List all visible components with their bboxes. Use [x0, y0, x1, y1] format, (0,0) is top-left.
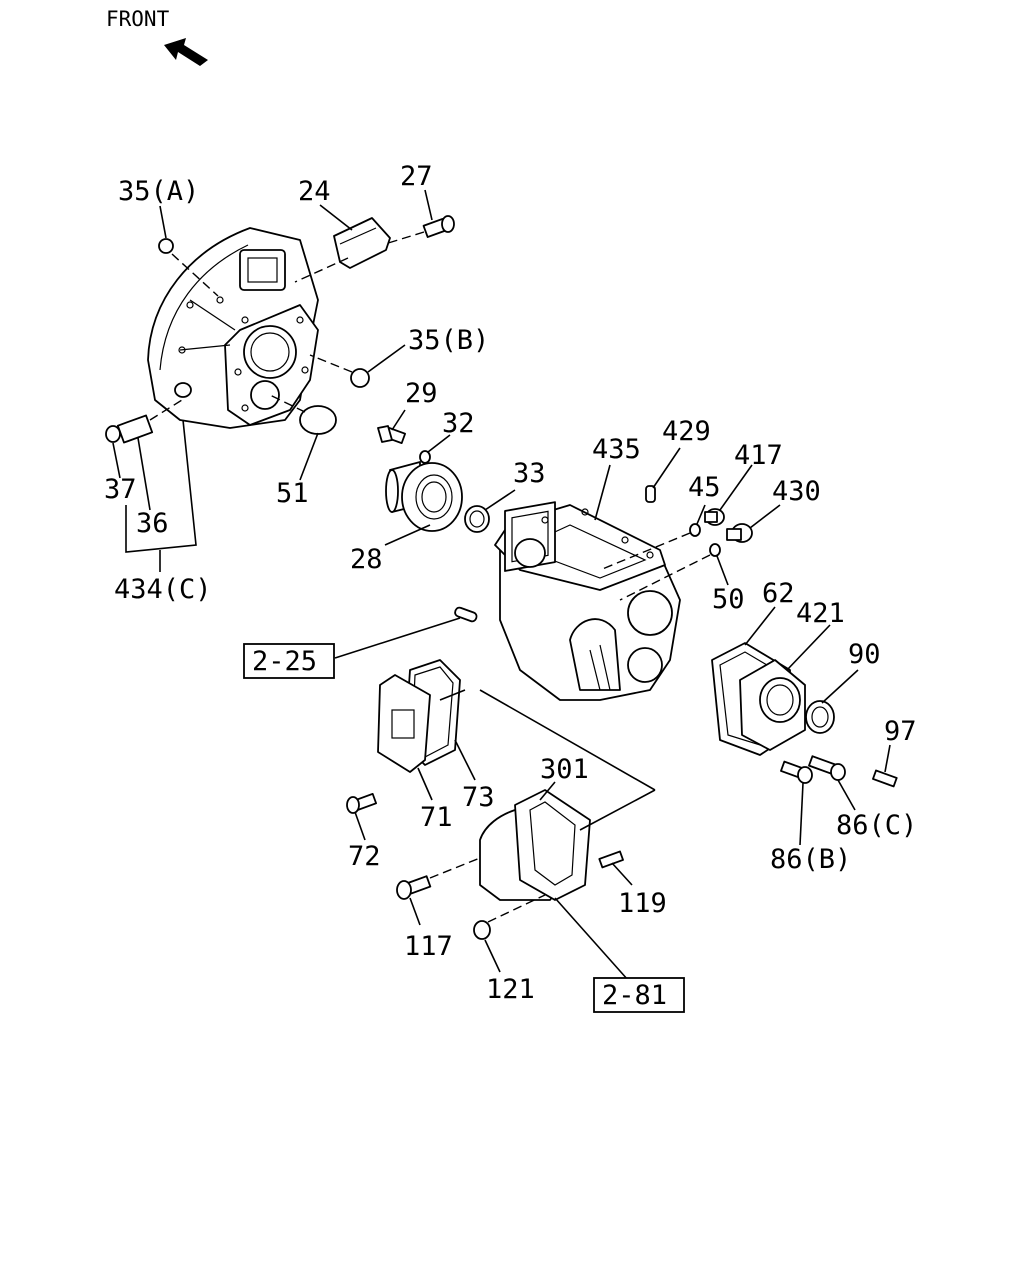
cover-71-part: [377, 674, 431, 773]
bolt-27-part: [384, 215, 455, 245]
dowel-2-25-part: [454, 606, 478, 623]
front-indicator: FRONT: [106, 7, 208, 66]
label-32: 32: [442, 408, 475, 439]
label-45: 45: [688, 472, 721, 503]
label-97: 97: [884, 716, 917, 747]
bolt-72-part: [346, 792, 378, 814]
nut-121-part: [473, 894, 546, 940]
label-24: 24: [298, 176, 331, 207]
front-label: FRONT: [106, 7, 170, 31]
bracket-24-part: [294, 217, 391, 283]
label-37: 37: [104, 474, 137, 505]
label-36: 36: [136, 508, 169, 539]
dowel-35b-part: [309, 354, 370, 388]
label-33: 33: [513, 458, 546, 489]
reference-2-25[interactable]: 2-25: [243, 643, 335, 679]
label-117: 117: [404, 931, 453, 962]
label-434c: 434(C): [114, 574, 212, 605]
leader-lines: [112, 189, 891, 981]
o-ring-45-part: [599, 523, 701, 571]
label-62: 62: [762, 578, 795, 609]
dowel-429-part: [645, 485, 656, 503]
label-50: 50: [712, 584, 745, 615]
assembly-line-a: [479, 689, 656, 791]
plug-430-part: [726, 523, 753, 543]
label-90: 90: [848, 639, 881, 670]
label-51: 51: [276, 478, 309, 509]
label-119: 119: [618, 888, 667, 919]
label-29: 29: [405, 378, 438, 409]
bolt-117-part: [396, 857, 481, 900]
assembly-line-c: [439, 689, 466, 701]
oil-seal-33-part: [464, 505, 490, 533]
label-417: 417: [734, 440, 783, 471]
bearing-retainer-28-part: [385, 461, 463, 532]
label-71: 71: [420, 802, 453, 833]
label-28: 28: [350, 544, 383, 575]
reference-2-81-label: 2-81: [602, 980, 667, 1011]
stud-119-part: [598, 850, 624, 869]
pto-case-301-part: [479, 789, 591, 901]
dowel-35a-part: [158, 238, 219, 297]
bolt-29-part: [377, 425, 407, 445]
label-73: 73: [462, 782, 495, 813]
transmission-case-435-part: [494, 501, 681, 701]
label-429: 429: [662, 416, 711, 447]
label-435: 435: [592, 434, 641, 465]
front-arrow-icon: [164, 38, 208, 66]
nut-37-part: [105, 425, 121, 443]
stud-97-part: [872, 769, 898, 788]
reference-2-81[interactable]: 2-81: [593, 977, 685, 1013]
label-421: 421: [796, 598, 845, 629]
label-35a: 35(A): [118, 176, 199, 207]
reference-2-25-label: 2-25: [252, 646, 317, 677]
label-301: 301: [540, 754, 589, 785]
label-72: 72: [348, 841, 381, 872]
oil-seal-90-part: [805, 700, 835, 734]
flywheel-housing-part: [147, 227, 319, 429]
label-35b: 35(B): [408, 325, 489, 356]
o-ring-50-part: [619, 543, 721, 601]
label-27: 27: [400, 161, 433, 192]
label-121: 121: [486, 974, 535, 1005]
label-86c: 86(C): [836, 810, 917, 841]
rear-cover-421-part: [739, 659, 806, 751]
plug-417-part: [704, 508, 725, 526]
bolt-86b-part: [780, 760, 813, 784]
label-430: 430: [772, 476, 821, 507]
o-ring-32-part: [419, 450, 431, 464]
sleeve-36-part: [116, 399, 183, 444]
bolt-86c-part: [808, 755, 846, 781]
assembly-line-b: [579, 789, 656, 831]
part-labels: 35(A) 24 27 35(B) 29 32 33 51 37 36 434(…: [104, 161, 917, 1005]
label-86b: 86(B): [770, 844, 851, 875]
